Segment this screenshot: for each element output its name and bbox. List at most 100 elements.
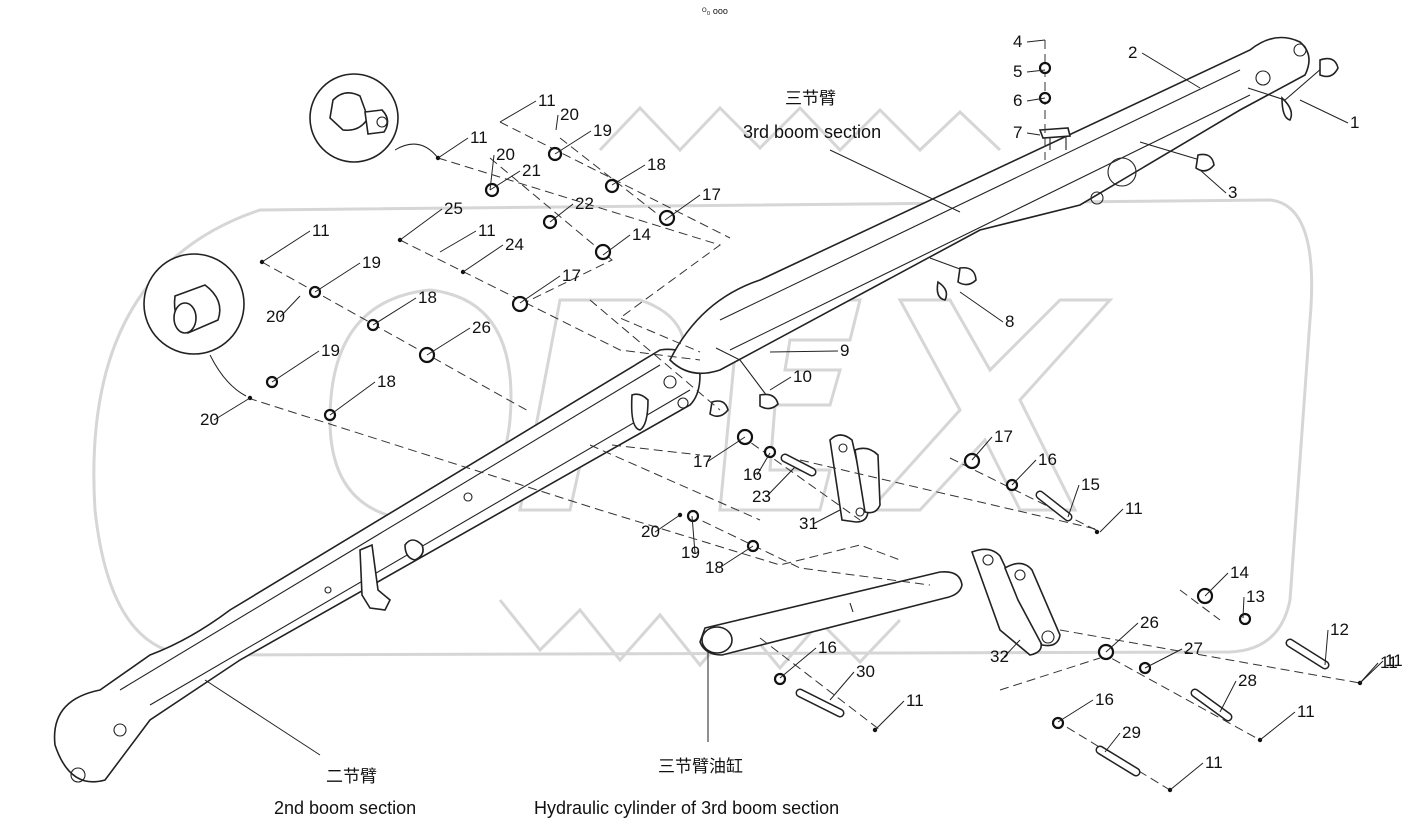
callout-leader — [261, 230, 311, 263]
washer — [1238, 612, 1252, 626]
callout-14: 14 — [632, 225, 651, 244]
callout-11: 11 — [1125, 499, 1143, 518]
callout-20: 20 — [641, 522, 660, 541]
callout-6: 6 — [1013, 91, 1022, 110]
callout-17: 17 — [562, 266, 581, 285]
callout-leader — [372, 297, 417, 326]
caption-third-boom-cn: 三节臂 — [785, 89, 836, 109]
callout-leader — [499, 100, 537, 123]
callout-leader — [1057, 699, 1094, 723]
callout-26: 26 — [1140, 613, 1159, 632]
callout-leader — [1144, 648, 1183, 669]
callout-11: 11 — [1385, 651, 1403, 670]
callout-20: 20 — [266, 307, 285, 326]
callout-leader — [1242, 596, 1245, 619]
callout-31: 31 — [799, 514, 818, 533]
callout-leader — [314, 262, 361, 293]
callout-leader — [1026, 69, 1046, 73]
small-parts — [247, 61, 1363, 793]
callouts: 1234567891011111111111111111111121314141… — [200, 32, 1403, 791]
callout-leader — [1011, 459, 1037, 486]
callout-leader — [489, 170, 521, 191]
washer — [604, 178, 620, 194]
callout-leader — [1169, 762, 1204, 791]
callout-11: 11 — [1205, 753, 1223, 772]
callout-leader — [691, 515, 696, 554]
explode-lines — [247, 40, 1361, 791]
callout-30: 30 — [856, 662, 875, 681]
callout-leader — [489, 154, 495, 191]
callout-16: 16 — [1095, 690, 1114, 709]
callout-leader — [437, 137, 469, 159]
callout-leader — [706, 436, 746, 463]
callout-27: 27 — [1184, 639, 1203, 658]
callout-19: 19 — [362, 253, 381, 272]
header-mark: ᴼ₀ ooo — [702, 6, 728, 16]
second-boom — [53, 348, 701, 783]
callout-32: 32 — [990, 647, 1009, 666]
washer — [1038, 61, 1052, 75]
callout-leader — [1026, 97, 1046, 102]
callout-leader — [1026, 39, 1046, 43]
callout-leader — [271, 350, 320, 383]
callout-11: 11 — [478, 221, 496, 240]
callout-leader — [1003, 639, 1021, 658]
callout-17: 17 — [994, 427, 1013, 446]
callout-leader — [555, 114, 559, 131]
callout-leader — [812, 509, 841, 525]
callout-21: 21 — [522, 161, 541, 180]
washer — [963, 452, 981, 470]
washer — [686, 509, 700, 523]
callout-18: 18 — [705, 558, 724, 577]
callout-leader — [519, 275, 561, 304]
callout-16: 16 — [1038, 450, 1057, 469]
callout-8: 8 — [1005, 312, 1014, 331]
link-plate-31 — [829, 434, 881, 523]
callout-leader — [779, 647, 817, 679]
callout-leader — [549, 203, 574, 223]
captions: 三节臂 3rd boom section 二节臂 2nd boom sectio… — [204, 6, 961, 818]
callout-11: 11 — [470, 128, 488, 147]
callout-leader — [1299, 99, 1349, 124]
callout-9: 9 — [840, 341, 849, 360]
callout-15: 15 — [1081, 475, 1100, 494]
callout-22: 22 — [575, 194, 594, 213]
fitting-dot — [1094, 529, 1100, 535]
bracket-32 — [970, 548, 1061, 656]
pin-body — [797, 690, 843, 716]
pin-body — [1192, 690, 1231, 720]
caption-second-boom-en: 2nd boom section — [274, 798, 416, 818]
callout-19: 19 — [681, 543, 700, 562]
callout-16: 16 — [818, 638, 837, 657]
callout-leader — [213, 397, 251, 421]
callout-2: 2 — [1128, 43, 1137, 62]
callout-leader — [439, 230, 477, 253]
callout-7: 7 — [1013, 123, 1022, 142]
callout-leader — [1067, 484, 1080, 518]
callout-leader — [1099, 508, 1124, 533]
callout-leader — [279, 295, 301, 318]
callout-leader — [1204, 572, 1229, 597]
third-boom — [669, 36, 1310, 375]
callout-26: 26 — [472, 318, 491, 337]
callout-1: 1 — [1350, 113, 1359, 132]
callout-leader — [426, 327, 471, 356]
callout-14: 14 — [1230, 563, 1249, 582]
pin-body — [1287, 640, 1328, 668]
callout-19: 19 — [593, 121, 612, 140]
callout-10: 10 — [793, 367, 812, 386]
callout-12: 12 — [1330, 620, 1349, 639]
callout-leader — [874, 700, 905, 731]
callout-leader — [829, 671, 855, 701]
caption-third-boom-en: 3rd boom section — [743, 122, 881, 142]
hydraulic-cylinder — [699, 570, 963, 656]
washer — [763, 445, 777, 459]
callout-23: 23 — [752, 487, 771, 506]
callout-18: 18 — [647, 155, 666, 174]
callout-leader — [399, 208, 443, 241]
caption-second-boom-cn: 二节臂 — [326, 767, 377, 787]
callout-11: 11 — [906, 691, 924, 710]
callout-25: 25 — [444, 199, 463, 218]
